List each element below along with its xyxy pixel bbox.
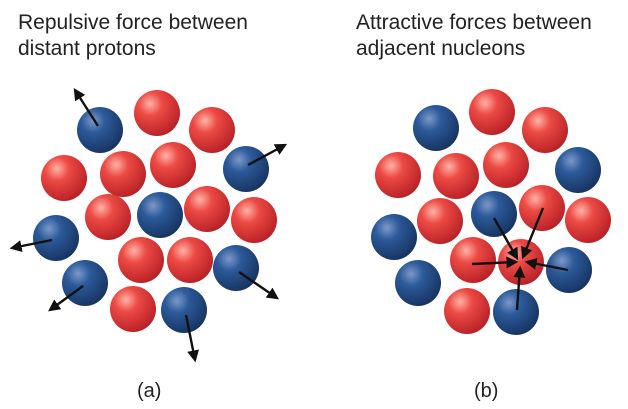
neutron-sphere-a-0	[77, 107, 123, 153]
proton-sphere-b-2	[522, 107, 568, 153]
proton-sphere-b-1	[469, 89, 515, 135]
proton-sphere-a-16	[110, 286, 156, 332]
neutron-sphere-b-14	[395, 260, 441, 306]
proton-sphere-a-3	[41, 155, 87, 201]
neutron-sphere-b-0	[413, 105, 459, 151]
proton-sphere-a-1	[134, 90, 180, 136]
attraction-arrow-2	[471, 256, 519, 269]
proton-sphere-b-5	[483, 142, 529, 188]
panel-a-label: (a)	[137, 380, 162, 402]
proton-sphere-b-4	[433, 153, 479, 199]
panel-a-title-line-1: Repulsive force between	[18, 11, 248, 34]
attraction-arrow-1	[492, 217, 519, 261]
repulsion-arrow-4	[238, 271, 279, 300]
panel-b-nucleus	[371, 89, 611, 335]
proton-sphere-b-3	[375, 152, 421, 198]
neutron-sphere-a-15	[62, 260, 108, 306]
neutron-sphere-b-11	[371, 214, 417, 260]
repulsion-arrow-2	[9, 238, 53, 253]
proton-sphere-a-5	[150, 142, 196, 188]
neutron-sphere-b-6	[555, 147, 601, 193]
proton-sphere-b-10	[565, 197, 611, 243]
proton-sphere-a-7	[85, 194, 131, 240]
panel-b-title-line-1: Attractive forces between	[356, 11, 592, 34]
proton-sphere-a-4	[100, 151, 146, 197]
repulsion-arrow-3	[48, 285, 84, 312]
panel-a-title: Repulsive force between distant protons	[18, 10, 248, 62]
proton-sphere-a-10	[231, 197, 277, 243]
panel-b-label: (b)	[474, 380, 499, 402]
proton-sphere-a-2	[189, 107, 235, 153]
attraction-arrow-4	[513, 265, 526, 311]
neutron-sphere-a-11	[33, 215, 79, 261]
neutron-sphere-a-17	[161, 287, 207, 333]
attraction-arrow-0	[521, 207, 545, 260]
panel-b-title: Attractive forces between adjacent nucle…	[356, 10, 592, 62]
panel-a-nucleus	[9, 87, 288, 363]
proton-sphere-b-7	[417, 198, 463, 244]
attraction-arrow-3	[524, 257, 569, 272]
proton-sphere-a-13	[167, 237, 213, 283]
proton-sphere-b-15	[444, 288, 490, 334]
panel-b-title-line-2: adjacent nucleons	[356, 37, 526, 60]
repulsion-arrow-1	[247, 143, 288, 167]
neutron-sphere-b-8	[471, 191, 517, 237]
proton-sphere-b-12	[450, 237, 496, 283]
neutron-sphere-b-13	[546, 247, 592, 293]
neutron-sphere-a-6	[223, 146, 269, 192]
proton-sphere-a-9	[184, 186, 230, 232]
neutron-sphere-a-8	[137, 192, 183, 238]
proton-sphere-a-12	[118, 237, 164, 283]
panel-a-title-line-2: distant protons	[18, 37, 156, 60]
neutron-sphere-a-14	[213, 245, 259, 291]
repulsion-arrow-5	[184, 314, 200, 363]
neutron-sphere-b-16	[493, 289, 539, 335]
repulsion-arrow-0	[73, 87, 100, 127]
